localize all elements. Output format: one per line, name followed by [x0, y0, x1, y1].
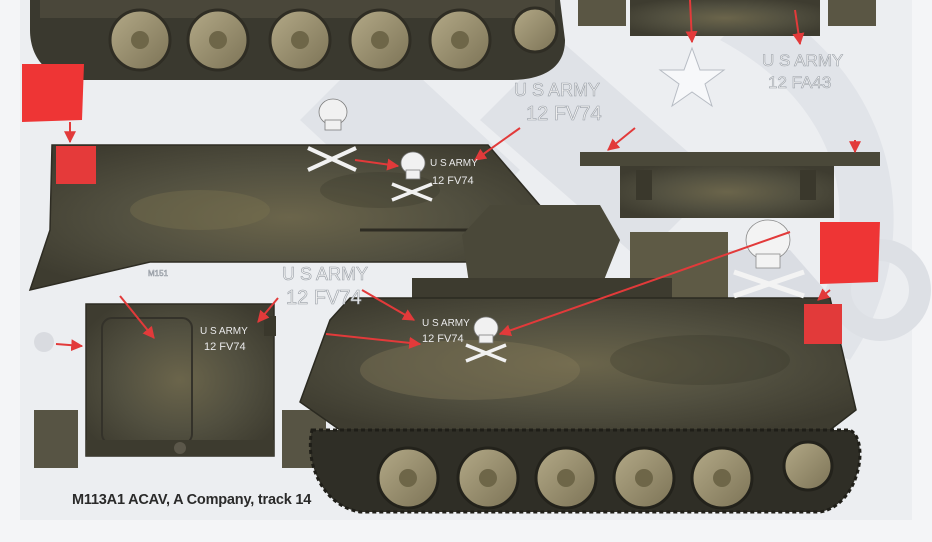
side-panel — [28, 144, 549, 292]
track-number-marking-mid: 12 FV74 — [286, 287, 362, 309]
top-rear-panel — [578, 0, 876, 36]
us-army-marking-side: U S ARMY — [430, 158, 478, 169]
profile-caption: M113A1 ACAV, A Company, track 14 — [72, 492, 312, 508]
us-army-marking-hull: U S ARMY — [422, 318, 470, 329]
us-army-marking-top: U S ARMY — [762, 51, 843, 70]
track-number-marking-side: 12 FV74 — [432, 175, 474, 187]
us-army-marking-large: U S ARMY — [514, 80, 600, 100]
callout-arrows — [55, 0, 861, 352]
us-army-marking-door: U S ARMY — [200, 326, 248, 337]
other-track-number-marking: 12 FA43 — [768, 73, 831, 92]
skull-insignia — [307, 98, 433, 202]
small-stencil-door: M151 — [148, 269, 169, 278]
star-insignia — [658, 46, 726, 108]
track-number-marking-large: 12 FV74 — [526, 103, 602, 125]
track-number-marking-hull: 12 FV74 — [422, 333, 464, 345]
track-number-marking-door: 12 FV74 — [204, 341, 246, 353]
rear-deck-panel — [580, 152, 880, 218]
top-vehicle-track — [30, 0, 565, 80]
main-vehicle — [299, 205, 862, 514]
red-markers — [22, 64, 880, 284]
stencil-markings: U S ARMY 12 FV74 U S ARMY 12 FA43 U S AR… — [148, 51, 844, 353]
us-army-marking-mid: U S ARMY — [282, 264, 368, 284]
